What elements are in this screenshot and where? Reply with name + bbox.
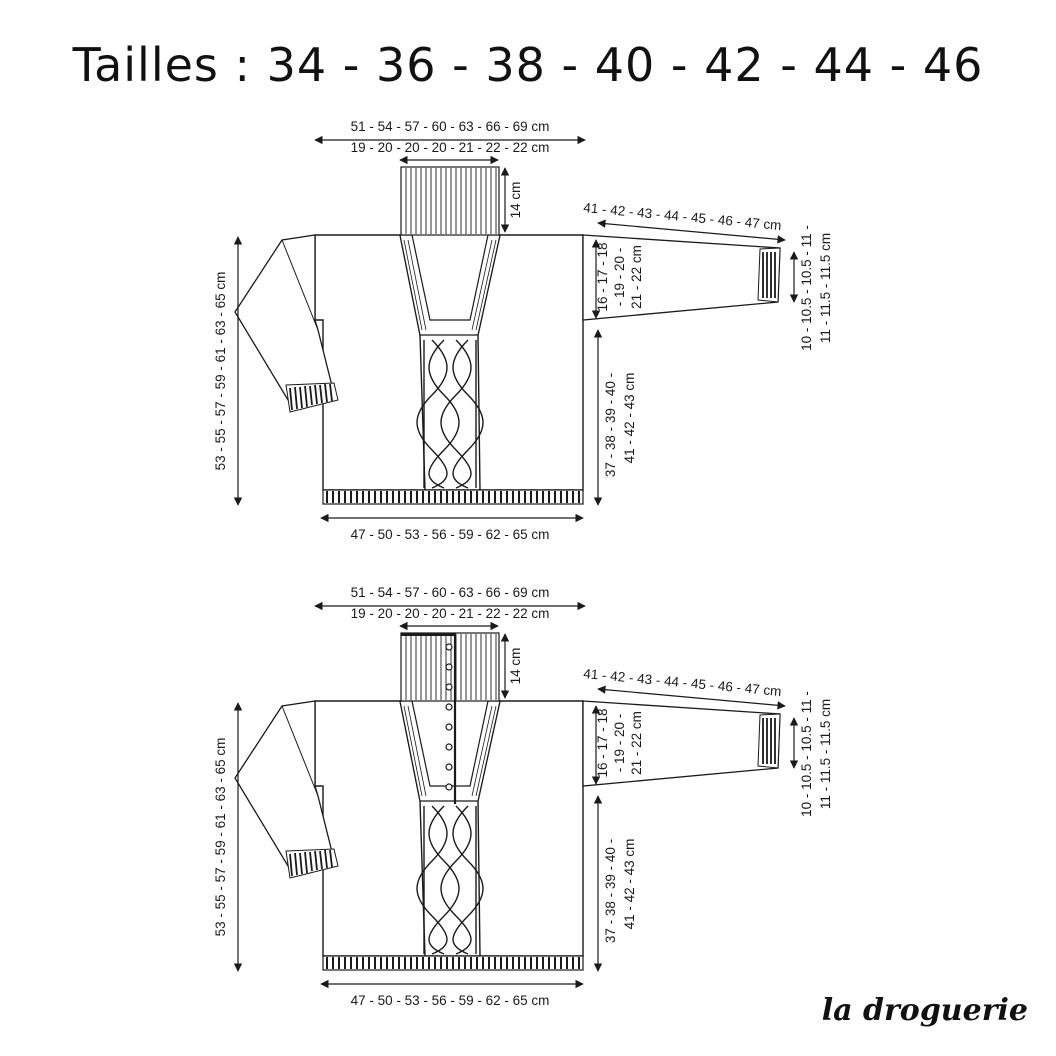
- label-collar-width: 51 - 54 - 57 - 60 - 63 - 66 - 69 cm: [351, 119, 550, 134]
- label-cuff-2: 11 - 11.5 - 11.5 cm: [818, 699, 833, 809]
- label-armhole-1: 16 - 17 - 18: [595, 708, 610, 777]
- button: [445, 763, 453, 771]
- label-total-length: 53 - 55 - 57 - 59 - 61 - 63 - 65 cm: [213, 272, 228, 471]
- schematic-top: 51 - 54 - 57 - 60 - 63 - 66 - 69 cm 19 -…: [213, 119, 833, 542]
- label-bottom-width: 47 - 50 - 53 - 56 - 59 - 62 - 65 cm: [351, 527, 550, 542]
- label-collar-width: 51 - 54 - 57 - 60 - 63 - 66 - 69 cm: [351, 585, 550, 600]
- button: [445, 783, 453, 791]
- label-cuff-1: 10 - 10.5 - 10.5 - 11 -: [799, 225, 814, 351]
- button: [445, 703, 453, 711]
- label-total-length: 53 - 55 - 57 - 59 - 61 - 63 - 65 cm: [213, 738, 228, 937]
- label-sleeve-length: 41 - 42 - 43 - 44 - 45 - 46 - 47 cm: [583, 666, 782, 699]
- label-neck-width: 19 - 20 - 20 - 20 - 21 - 22 - 22 cm: [351, 140, 550, 155]
- brand-logo: la droguerie: [821, 993, 1028, 1028]
- label-side-2: 41 - 42 - 43 cm: [622, 839, 637, 930]
- label-sleeve-length: 41 - 42 - 43 - 44 - 45 - 46 - 47 cm: [583, 200, 782, 233]
- label-cuff-1: 10 - 10.5 - 10.5 - 11 -: [799, 691, 814, 817]
- label-armhole-3: 21 - 22 cm: [629, 245, 644, 309]
- label-collar-height: 14 cm: [508, 648, 523, 685]
- label-armhole-1: 16 - 17 - 18: [595, 242, 610, 311]
- sizes-title: Tailles : 34 - 36 - 38 - 40 - 42 - 44 - …: [72, 38, 984, 92]
- label-collar-height: 14 cm: [508, 182, 523, 219]
- label-side-2: 41 - 42 - 43 cm: [622, 373, 637, 464]
- button: [445, 663, 453, 671]
- button: [445, 683, 453, 691]
- button: [445, 723, 453, 731]
- label-armhole-3: 21 - 22 cm: [629, 711, 644, 775]
- schematic-bottom: 51 - 54 - 57 - 60 - 63 - 66 - 69 cm 19 -…: [213, 585, 833, 1008]
- label-neck-width: 19 - 20 - 20 - 20 - 21 - 22 - 22 cm: [351, 606, 550, 621]
- label-side-1: 37 - 38 - 39 - 40 -: [603, 373, 618, 477]
- button: [445, 743, 453, 751]
- label-side-1: 37 - 38 - 39 - 40 -: [603, 839, 618, 943]
- label-armhole-2: - 19 - 20 -: [612, 714, 627, 773]
- label-armhole-2: - 19 - 20 -: [612, 248, 627, 307]
- label-cuff-2: 11 - 11.5 - 11.5 cm: [818, 233, 833, 343]
- button: [445, 643, 453, 651]
- button-placket: [401, 633, 457, 804]
- label-bottom-width: 47 - 50 - 53 - 56 - 59 - 62 - 65 cm: [351, 993, 550, 1008]
